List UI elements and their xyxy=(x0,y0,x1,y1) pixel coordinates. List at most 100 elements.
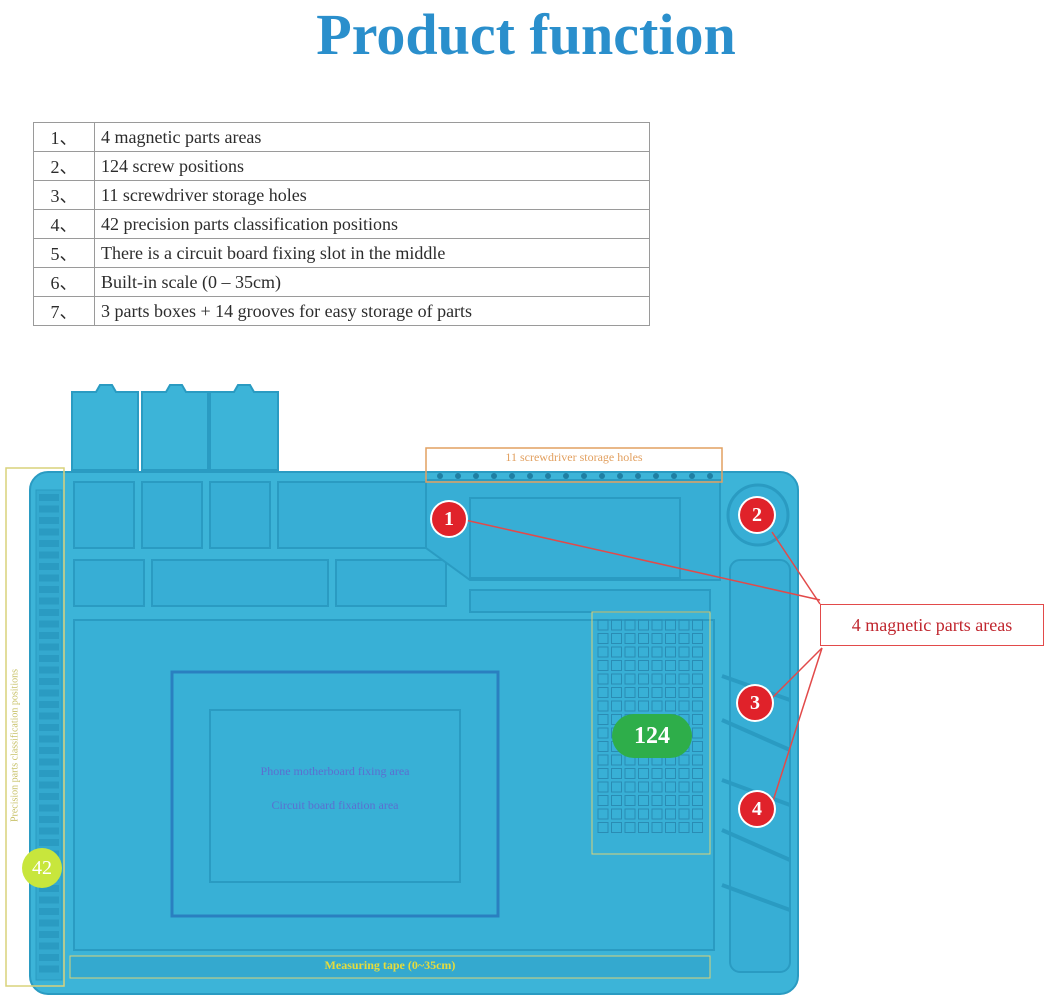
screw-position xyxy=(651,822,663,833)
screw-position xyxy=(624,633,636,644)
badge-124: 124 xyxy=(612,714,692,758)
board-area xyxy=(73,619,715,951)
feature-text: 3 parts boxes + 14 grooves for easy stor… xyxy=(94,296,650,326)
screw-position xyxy=(651,633,663,644)
screw-position xyxy=(624,619,636,631)
screwdriver-hole xyxy=(617,473,623,479)
precision-slot xyxy=(39,643,59,651)
screw-position xyxy=(665,660,676,671)
feature-number: 5、 xyxy=(33,238,95,268)
screw-position xyxy=(611,754,622,766)
precision-slot xyxy=(39,678,59,685)
precision-slot xyxy=(39,551,59,559)
precision-slot xyxy=(39,770,59,777)
screw-position xyxy=(611,822,622,833)
screw-position xyxy=(597,822,609,833)
precision-slot xyxy=(39,517,59,524)
precision-slot xyxy=(39,609,59,616)
precision-slot xyxy=(39,528,59,536)
precision-slot xyxy=(39,942,59,950)
precision-slot xyxy=(39,620,59,628)
precision-slot xyxy=(39,885,59,892)
screwdriver-hole xyxy=(509,473,515,479)
screw-position xyxy=(665,808,676,820)
precision-slot xyxy=(39,747,59,754)
screw-position xyxy=(692,754,703,766)
board-text-2: Circuit board fixation area xyxy=(271,798,399,812)
screw-position xyxy=(638,795,649,806)
screw-position xyxy=(692,741,703,752)
feature-number: 6、 xyxy=(33,267,95,297)
precision-slot xyxy=(39,931,59,938)
measuring-tape-strip xyxy=(69,955,711,979)
screw-position xyxy=(692,660,703,671)
screw-position xyxy=(597,727,609,739)
screw-position xyxy=(692,619,703,631)
screw-position xyxy=(624,781,636,793)
table-row: 1、4 magnetic parts areas xyxy=(33,122,650,152)
screw-position xyxy=(665,781,676,793)
screw-position xyxy=(611,660,622,671)
screw-position xyxy=(638,781,649,793)
board-text-1: Phone motherboard fixing area xyxy=(260,764,410,778)
precision-slot xyxy=(39,793,59,800)
screwdriver-hole xyxy=(581,473,587,479)
precision-slot xyxy=(39,816,59,823)
screw-position xyxy=(638,687,649,698)
precision-slot xyxy=(39,758,59,766)
screw-position xyxy=(597,768,609,779)
screw-position xyxy=(678,795,690,806)
screw-position xyxy=(624,822,636,833)
screw-position xyxy=(638,660,649,671)
screw-position xyxy=(651,700,663,712)
screw-position xyxy=(692,795,703,806)
screw-position xyxy=(611,768,622,779)
precision-slot xyxy=(39,908,59,915)
screw-position xyxy=(597,754,609,766)
screw-position xyxy=(597,741,609,752)
screw-position xyxy=(624,795,636,806)
precision-slot xyxy=(39,701,59,708)
precision-slot xyxy=(39,666,59,674)
screw-position xyxy=(665,619,676,631)
screw-position xyxy=(651,781,663,793)
feature-text: Built-in scale (0 – 35cm) xyxy=(94,267,650,297)
screw-position xyxy=(597,673,609,685)
screw-position xyxy=(651,768,663,779)
screw-position xyxy=(692,781,703,793)
precision-slot xyxy=(39,804,59,812)
precision-slot xyxy=(39,896,59,904)
screw-position xyxy=(678,646,690,658)
screw-position xyxy=(611,700,622,712)
screwdriver-hole xyxy=(545,473,551,479)
precision-slot xyxy=(39,655,59,662)
screw-position xyxy=(678,673,690,685)
screwdriver-hole xyxy=(635,473,641,479)
marker-2: 2 xyxy=(740,498,774,532)
screw-position xyxy=(597,795,609,806)
feature-text: 11 screwdriver storage holes xyxy=(94,180,650,210)
precision-slot xyxy=(39,540,59,547)
table-row: 4、42 precision parts classification posi… xyxy=(33,209,650,239)
precision-slot xyxy=(39,632,59,639)
screw-position xyxy=(692,714,703,725)
precision-slot xyxy=(39,689,59,697)
screw-position xyxy=(678,687,690,698)
precision-slot xyxy=(39,965,59,973)
screw-position xyxy=(611,673,622,685)
screw-position xyxy=(651,660,663,671)
screwdriver-hole xyxy=(599,473,605,479)
feature-text: There is a circuit board fixing slot in … xyxy=(94,238,650,268)
table-row: 5、There is a circuit board fixing slot i… xyxy=(33,238,650,268)
table-row: 2、124 screw positions xyxy=(33,151,650,181)
table-row: 6、Built-in scale (0 – 35cm) xyxy=(33,267,650,297)
feature-number: 2、 xyxy=(33,151,95,181)
marker-3: 3 xyxy=(738,686,772,720)
holes-outline xyxy=(425,447,723,483)
screw-position xyxy=(692,673,703,685)
badge-42: 42 xyxy=(22,848,62,888)
screw-position xyxy=(665,633,676,644)
parts-boxes xyxy=(71,384,279,471)
screw-position xyxy=(678,754,690,766)
precision-slot xyxy=(39,919,59,927)
